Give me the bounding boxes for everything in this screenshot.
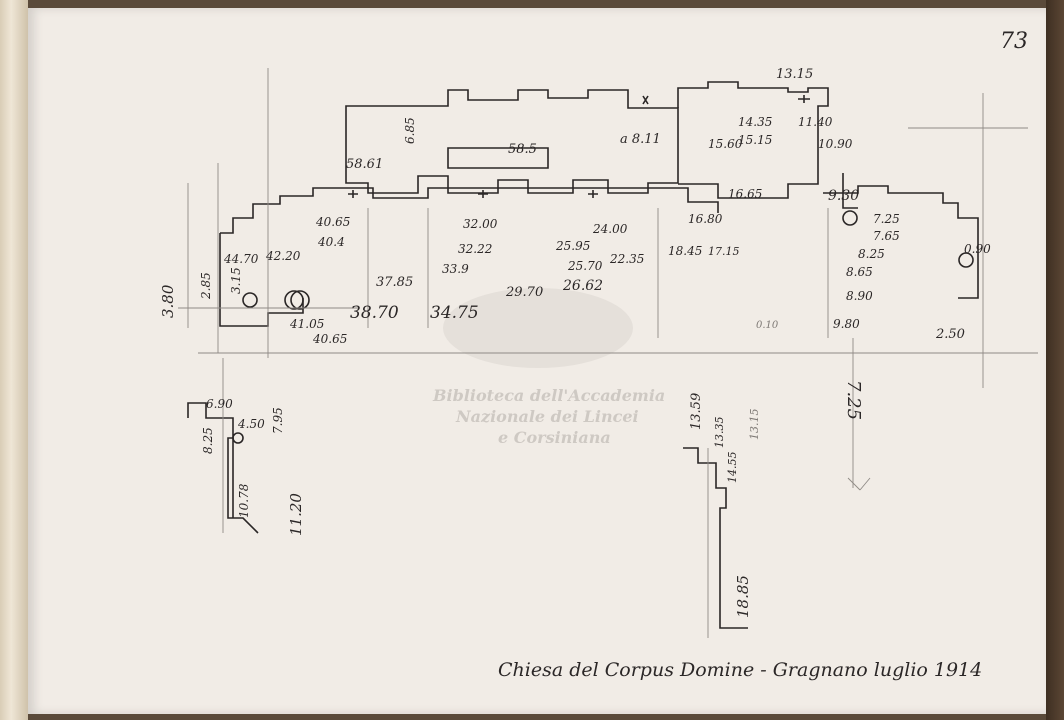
sketchbook-page: 73 Biblioteca dell'Accademia Nazionale d… xyxy=(28,8,1046,714)
profile-detail-stepped xyxy=(683,447,748,638)
dim-label: 24.00 xyxy=(592,222,628,236)
profile-detail-left xyxy=(187,358,259,534)
dim-label: 34.75 xyxy=(430,303,479,323)
dim-label: 26.62 xyxy=(562,278,603,294)
dim-label: 41.05 xyxy=(289,317,324,331)
dim-label: 3.15 xyxy=(229,267,243,294)
dim-label: 10.78 xyxy=(237,483,251,518)
dim-label: 42.20 xyxy=(265,249,301,263)
dim-label: 8.90 xyxy=(846,289,873,303)
dim-label: 6.85 xyxy=(403,117,417,144)
dim-label: 9.30 xyxy=(828,188,859,204)
dim-label: 58.61 xyxy=(346,157,383,172)
watermark: Biblioteca dell'Accademia Nazionale dei … xyxy=(432,288,665,447)
watermark-line-2: Nazionale dei Lincei xyxy=(455,407,639,426)
dim-label: 11.20 xyxy=(287,493,305,536)
dim-label: 32.00 xyxy=(463,217,498,231)
dim-label: 32.22 xyxy=(458,242,492,256)
dim-label: 58.5 xyxy=(508,142,537,157)
dim-label: 13.35 xyxy=(713,417,726,449)
dim-label: 6.90 xyxy=(206,397,233,411)
dim-label: 0.90 xyxy=(964,242,991,256)
dim-label: 25.95 xyxy=(555,239,590,253)
watermark-line-1: Biblioteca dell'Accademia xyxy=(432,386,665,405)
dim-label: 8.25 xyxy=(201,427,215,454)
dim-label: a 8.11 xyxy=(620,132,661,147)
dim-label: 40.65 xyxy=(315,215,350,229)
dim-label: 8.65 xyxy=(846,265,873,279)
pencil-guides xyxy=(178,68,1038,491)
dim-label: 13.15 xyxy=(776,67,813,82)
dim-label: 40.4 xyxy=(317,235,345,249)
dim-label: 15.15 xyxy=(738,133,772,147)
detail-labels: 6.90 4.50 8.25 7.95 10.78 11.20 13.59 13… xyxy=(201,393,752,618)
watermark-line-3: e Corsiniana xyxy=(498,428,611,447)
dim-label: 18.85 xyxy=(734,575,752,618)
plan-labels: 13.15 58.61 58.5 a 8.11 6.85 14.35 11.40… xyxy=(159,67,991,440)
dim-label: 13.15 xyxy=(748,409,761,441)
dim-label: 29.70 xyxy=(505,285,543,300)
dim-label: 25.70 xyxy=(567,259,603,273)
dim-label: 33.9 xyxy=(442,262,469,276)
dim-label: 15.60 xyxy=(708,137,743,151)
dim-label: 11.40 xyxy=(798,115,833,129)
dim-label: 22.35 xyxy=(609,252,644,266)
dim-label: 2.85 xyxy=(199,272,213,300)
dim-label: 7.25 xyxy=(843,380,864,420)
dim-label: 14.35 xyxy=(738,115,772,129)
dim-label: 17.15 xyxy=(708,245,740,258)
dim-label: 16.80 xyxy=(688,212,723,226)
dim-label: 8.25 xyxy=(858,247,885,261)
notebook-binding xyxy=(0,0,28,720)
dim-label: 18.45 xyxy=(668,244,702,258)
dim-label: 13.59 xyxy=(689,393,704,430)
dim-label: 2.50 xyxy=(935,327,965,342)
notebook-edge xyxy=(1046,0,1064,720)
dim-label: 7.95 xyxy=(271,407,285,434)
dim-label: 7.25 xyxy=(873,212,900,226)
dim-label: 7.65 xyxy=(873,229,900,243)
dim-label: 38.70 xyxy=(350,303,399,323)
dim-label: 4.50 xyxy=(237,417,265,431)
dim-label: 3.80 xyxy=(159,284,177,318)
dim-label: 37.85 xyxy=(376,275,413,290)
page-number: 73 xyxy=(1000,29,1028,54)
sketch-caption: Chiesa del Corpus Domine - Gragnano lugl… xyxy=(498,659,982,681)
dim-label: 9.80 xyxy=(833,317,860,331)
dim-label: 0.10 xyxy=(756,320,779,331)
dim-label: 16.65 xyxy=(728,187,762,201)
architectural-sketch: 73 Biblioteca dell'Accademia Nazionale d… xyxy=(159,29,1038,681)
dim-label: 44.70 xyxy=(223,252,259,266)
dim-label: 10.90 xyxy=(818,137,853,151)
dim-label: 14.55 xyxy=(726,452,739,484)
dim-label: 40.65 xyxy=(312,332,347,346)
